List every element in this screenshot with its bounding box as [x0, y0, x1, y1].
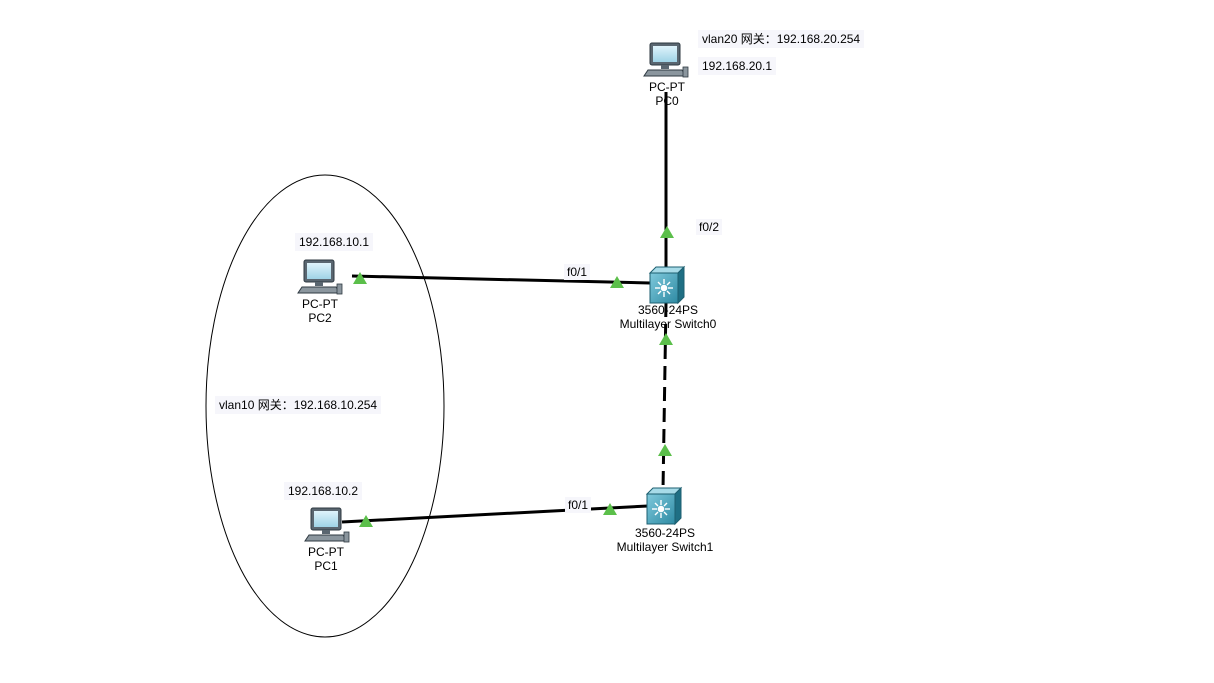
- pc0-label: PC-PT PC0: [640, 80, 694, 108]
- pc2-ip-note: 192.168.10.1: [295, 233, 374, 251]
- port-label-sw1-f01: f0/1: [565, 497, 592, 513]
- pc1-model: PC-PT: [308, 545, 344, 559]
- link-status-sw1-up: [658, 444, 672, 456]
- sw0-name: Multilayer Switch0: [619, 317, 717, 331]
- sw1-name: Multilayer Switch1: [616, 540, 714, 554]
- sw0-multilayer-switch-icon[interactable]: [649, 266, 685, 304]
- pc1-label: PC-PT PC1: [299, 545, 353, 573]
- sw1-model: 3560-24PS: [634, 526, 696, 540]
- sw1-multilayer-switch-icon[interactable]: [646, 487, 682, 525]
- vlan10-boundary-ellipse: [205, 174, 445, 638]
- pc0-ip-note: 192.168.20.1: [698, 57, 777, 75]
- pc0-computer-icon[interactable]: [643, 42, 689, 78]
- link-pc2-sw0[interactable]: [351, 274, 651, 285]
- vlan10-gateway-note: vlan10 网关：192.168.10.254: [215, 396, 382, 414]
- link-pc1-sw1[interactable]: [341, 504, 649, 524]
- link-status-pc2: [353, 272, 367, 284]
- sw0-label: 3560-24PS Multilayer Switch0: [608, 303, 728, 331]
- pc1-computer-icon[interactable]: [304, 507, 350, 543]
- pc1-ip-note: 192.168.10.2: [284, 482, 363, 500]
- sw0-model: 3560-24PS: [637, 303, 699, 317]
- pc0-name: PC0: [655, 94, 679, 108]
- link-status-sw0-down: [659, 333, 673, 345]
- pc2-model: PC-PT: [302, 297, 338, 311]
- link-sw0-sw1[interactable]: [661, 302, 668, 491]
- pc0-model: PC-PT: [649, 80, 685, 94]
- link-status-pc0: [660, 226, 674, 238]
- pc1-name: PC1: [314, 559, 338, 573]
- port-label-sw0-f02: f0/2: [696, 219, 723, 235]
- pc2-computer-icon[interactable]: [297, 259, 343, 295]
- pc2-name: PC2: [308, 311, 332, 325]
- vlan20-gateway-note: vlan20 网关：192.168.20.254: [698, 30, 865, 48]
- port-label-sw0-f01: f0/1: [564, 264, 591, 280]
- pc2-label: PC-PT PC2: [293, 297, 347, 325]
- sw1-label: 3560-24PS Multilayer Switch1: [605, 526, 725, 554]
